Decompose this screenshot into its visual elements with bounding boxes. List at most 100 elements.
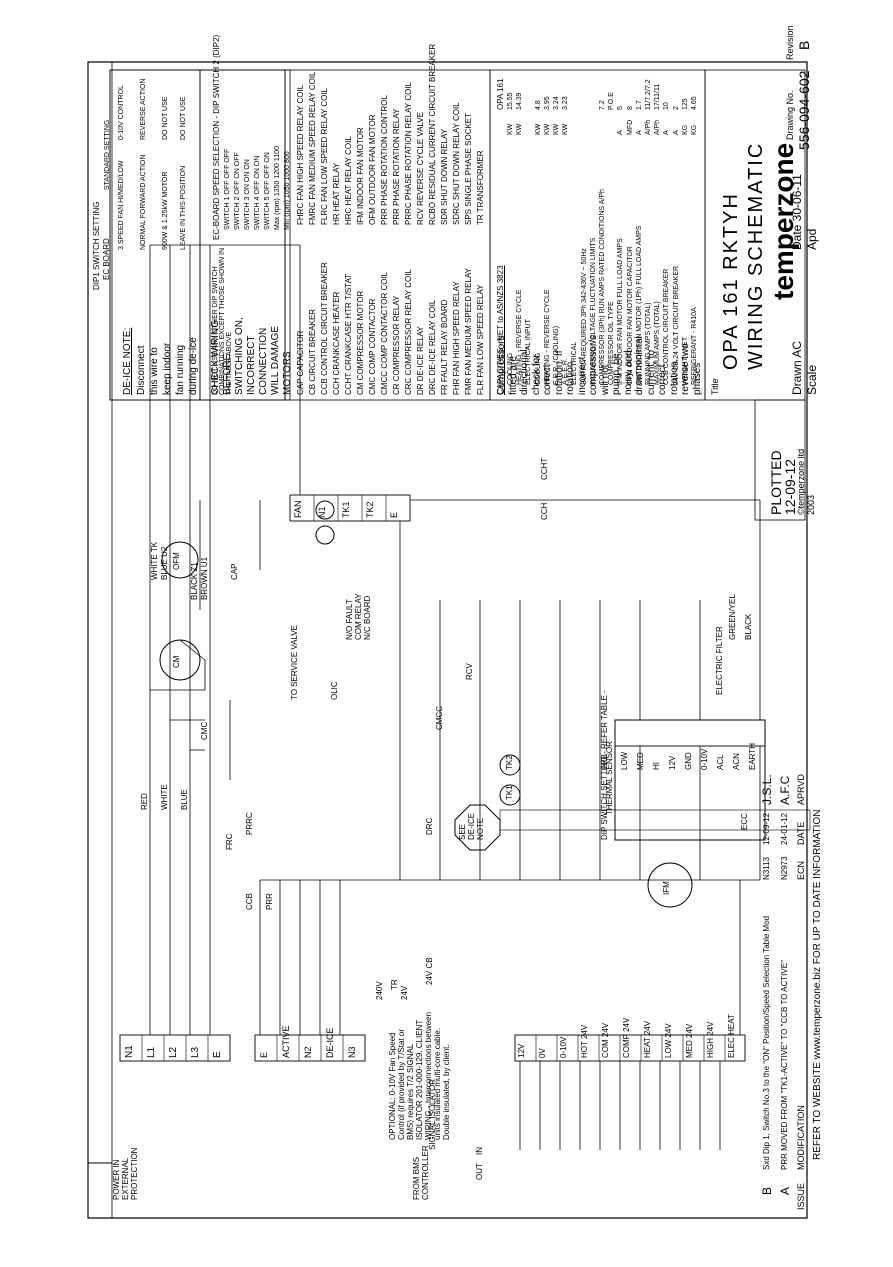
drawing-title-1: OPA 161 RKTYH (720, 192, 742, 370)
outdoor-fan-motor-symbol (161, 541, 199, 579)
ec-speed-cell: 1000 (284, 164, 291, 181)
legend-row: CMC COMP CONTACTOR (368, 298, 377, 395)
capacity-row-unit: KW (516, 123, 524, 135)
electric-filter-label: ELECTRIC FILTER (715, 626, 724, 695)
cch-label: CCH (540, 502, 549, 520)
capacity-row-label: RUNNING AMPS (TOTAL) (645, 302, 652, 385)
tk1-label: TK1 (505, 785, 514, 800)
capacity-row-value: 3.23 (562, 96, 570, 110)
revision-letter: B (796, 40, 812, 50)
terminal-label: 12V (517, 1043, 526, 1058)
ec-speed-row-2: SWITCH 2 OFF ON OFF (234, 152, 241, 230)
dip1-row-4-off: LEAVE IN THIS POSITION (180, 165, 187, 250)
capacity-row-unit: A (672, 130, 680, 135)
dip1-row-3-off: 900W & 1.25kW MOTOR (162, 171, 169, 250)
thermal-sensor-label: THERMAL SENSOR (605, 741, 614, 815)
capacity-row-value: 2 (672, 106, 680, 110)
capacity-row-value: 1.7 (635, 100, 643, 110)
ec-speed-title: EC-BOARD SPEED SELECTION - DIP SWITCH 2 … (212, 34, 221, 240)
capacity-row-label: A.E.E.R. (562, 358, 570, 385)
terminal-label: L2 (168, 1046, 179, 1058)
capacity-row-value: 10 (663, 102, 671, 110)
tk2-label: TK2 (505, 755, 514, 770)
ec-speed-row-3: SWITCH 3 ON ON ON (244, 159, 251, 230)
cmc-label: CMC (200, 721, 209, 740)
capacity-row-unit: A/Ph (645, 119, 652, 135)
legend-row: SDRC SHUT DOWN RELAY COIL (452, 102, 461, 225)
ec-speed-cell: OFF (224, 180, 231, 195)
terminal-label: ACN (732, 753, 741, 770)
capacity-row-label: MAXIMUM AMPS (TOTAL) (654, 301, 662, 385)
ec-speed-label: Max (rpm) (274, 198, 281, 230)
ec-speed-row-1: SWITCH 1 OFF OFF OFF (224, 149, 231, 230)
ec-speed-cell: ON (244, 184, 251, 195)
rev-header-date: DATE (796, 821, 806, 845)
ec-speed-cell: OFF (224, 164, 231, 179)
terminal-label: TK1 (341, 501, 351, 518)
terminal-label: HIGH 24V (706, 1021, 715, 1058)
olic-label: OLIC (330, 681, 339, 700)
legend-row: HR HEAT RELAY (332, 162, 341, 225)
capacity-row-unit: A/Ph (654, 119, 662, 135)
terminal-label: HEAT 24V (643, 1020, 652, 1058)
wire-red-label: RED (140, 793, 149, 810)
legend-row: SPS SINGLE PHASE SOCKET (464, 112, 473, 225)
transformer-secondary: 24V (400, 985, 409, 1000)
ecc-label: ECC (740, 813, 749, 830)
service-valve-label: TO SERVICE VALVE (290, 625, 299, 700)
scale-label: Scale (805, 364, 819, 395)
check-wiring-line-4: INCORRECT (246, 335, 257, 395)
ec-speed-cell: ON (264, 152, 271, 163)
capacity-row-value: 4.8 (534, 100, 542, 110)
capacity-row-unit: KW (507, 123, 514, 135)
terminal-label: HOT 24V (580, 1024, 589, 1058)
capacity-row-value: 7.2 (599, 100, 606, 110)
terminal-label: EARTH (748, 743, 757, 770)
ec-speed-cell: ON (244, 159, 251, 170)
transformer-primary: 240V (375, 981, 384, 1000)
ec-speed-cell: OFF (264, 164, 271, 179)
deice-note-line-3: keep indoor (162, 342, 173, 395)
capacity-row-unit: KW (562, 123, 570, 135)
rev-header-aprvd: APRVD (796, 774, 806, 805)
dip1-row-1-on: 0-10V CONTROL (118, 85, 125, 140)
capacity-row-label: CCB CONTROL CIRCUIT BREAKER (663, 268, 671, 385)
ec-speed-label: Min (rpm) (284, 200, 291, 230)
rev-row-b-date: 12-09-12 (762, 812, 771, 845)
client-wiring-note: OPTIONAL: 0-10V Fan Speed Control (if pr… (388, 1011, 451, 1140)
capacity-row-value: 3.95 (543, 96, 551, 110)
legend-row: IFM INDOOR FAN MOTOR (356, 127, 365, 225)
terminal-label: N3 (347, 1046, 357, 1058)
indoor-fan-motor-symbol (647, 862, 693, 908)
capacity-row-value: 11/7.2/7.2 (645, 79, 652, 110)
capacity-row-label: HEATING - REVERSE CYCLE (516, 289, 524, 385)
capacity-row-label: OUTDOOR FAN MOTOR (1Ph) FULL LOAD AMPS (635, 225, 643, 385)
blue-u2-label: BLUE U2 (160, 546, 169, 580)
ec-speed-cell: OFF (224, 148, 231, 163)
bms-from-label: FROM BMS CONTROLLER (412, 1145, 430, 1200)
check-wiring-line-3: SWITCHING ON, (234, 317, 245, 395)
prr-label: PRR (265, 893, 274, 910)
fault-relay-label: N/O FAULT COM RELAY N/C BOARD (345, 593, 372, 640)
capacity-row-value: 125 (681, 98, 689, 110)
capacity-row-label: COMPRESSOR OIL TYPE (608, 301, 616, 385)
cap-label: CAP (230, 563, 239, 580)
brown-u1-label: BROWN U1 (200, 556, 209, 600)
capacity-row-unit: KW (553, 123, 560, 135)
capacity-row-label: INCLUDING VOLTAGE FLUCTUATION LIMITS (589, 237, 597, 385)
capacity-row-unit: KG (691, 124, 698, 135)
ifm-label: IFM (662, 881, 671, 895)
terminal-label: MED 24V (685, 1023, 694, 1058)
capacity-row-unit: MFD (626, 119, 634, 135)
capacity-row-value: 4.65 (691, 96, 698, 110)
capacity-row-label: 24V CB 24 VOLT CIRCUIT BREAKER (672, 265, 680, 385)
rcv-label: RCV (465, 663, 474, 680)
ec-speed-cell: ON (254, 155, 261, 167)
website-note: REFER TO WEBSITE www.temperzone.biz FOR … (812, 809, 823, 1160)
check-wiring-line-7: MOTORS (282, 351, 293, 395)
legend-row: FLRC FAN LOW SPEED RELAY COIL (320, 87, 329, 225)
rev-header-issue: ISSUE (796, 1182, 806, 1210)
capacity-row-label: SUPPLY REQUIRED 3Ph 342-436V ~ 50Hz (580, 248, 588, 385)
legend-row: CCHT CRANKCASE HTR T/STAT (344, 273, 353, 395)
ec-speed-row-4: SWITCH 4 OFF ON ON (254, 156, 261, 230)
